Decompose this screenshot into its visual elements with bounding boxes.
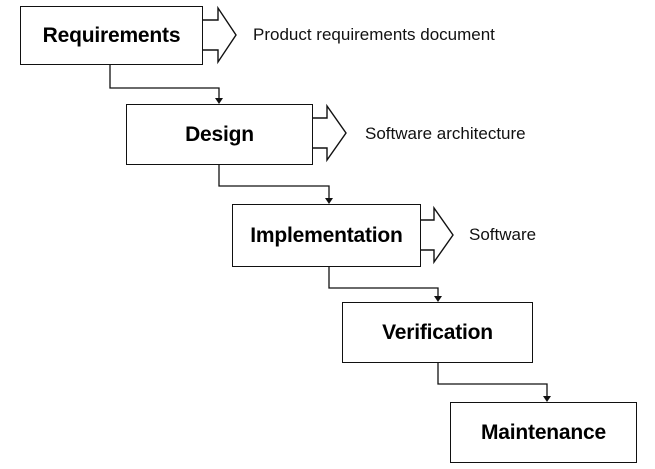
output-label-requirements: Product requirements document [253, 25, 495, 44]
connector-requirements-design [109, 64, 220, 98]
stage-box-requirements: Requirements [20, 6, 203, 65]
arrowhead-implementation [325, 198, 333, 204]
stage-box-implementation: Implementation [232, 204, 421, 267]
arrowhead-design [215, 98, 223, 104]
output-label-design: Software architecture [365, 124, 526, 143]
stage-label-implementation: Implementation [250, 223, 403, 247]
output-arrow-implementation [419, 205, 454, 265]
output-label-implementation: Software [469, 225, 537, 244]
connector-design-implementation [218, 164, 330, 198]
connector-implementation-verification [328, 266, 439, 296]
output-arrow-design [311, 103, 347, 163]
stage-label-design: Design [185, 122, 254, 146]
stage-box-maintenance: Maintenance [450, 402, 637, 463]
stage-box-design: Design [126, 104, 313, 165]
stage-label-requirements: Requirements [42, 23, 181, 47]
stage-label-verification: Verification [382, 320, 493, 344]
arrowhead-verification [434, 296, 442, 302]
connector-verification-maintenance [437, 362, 548, 396]
stage-label-maintenance: Maintenance [481, 420, 606, 444]
output-arrow-requirements [201, 5, 237, 65]
stage-box-verification: Verification [342, 302, 533, 363]
arrowhead-maintenance [543, 396, 551, 402]
